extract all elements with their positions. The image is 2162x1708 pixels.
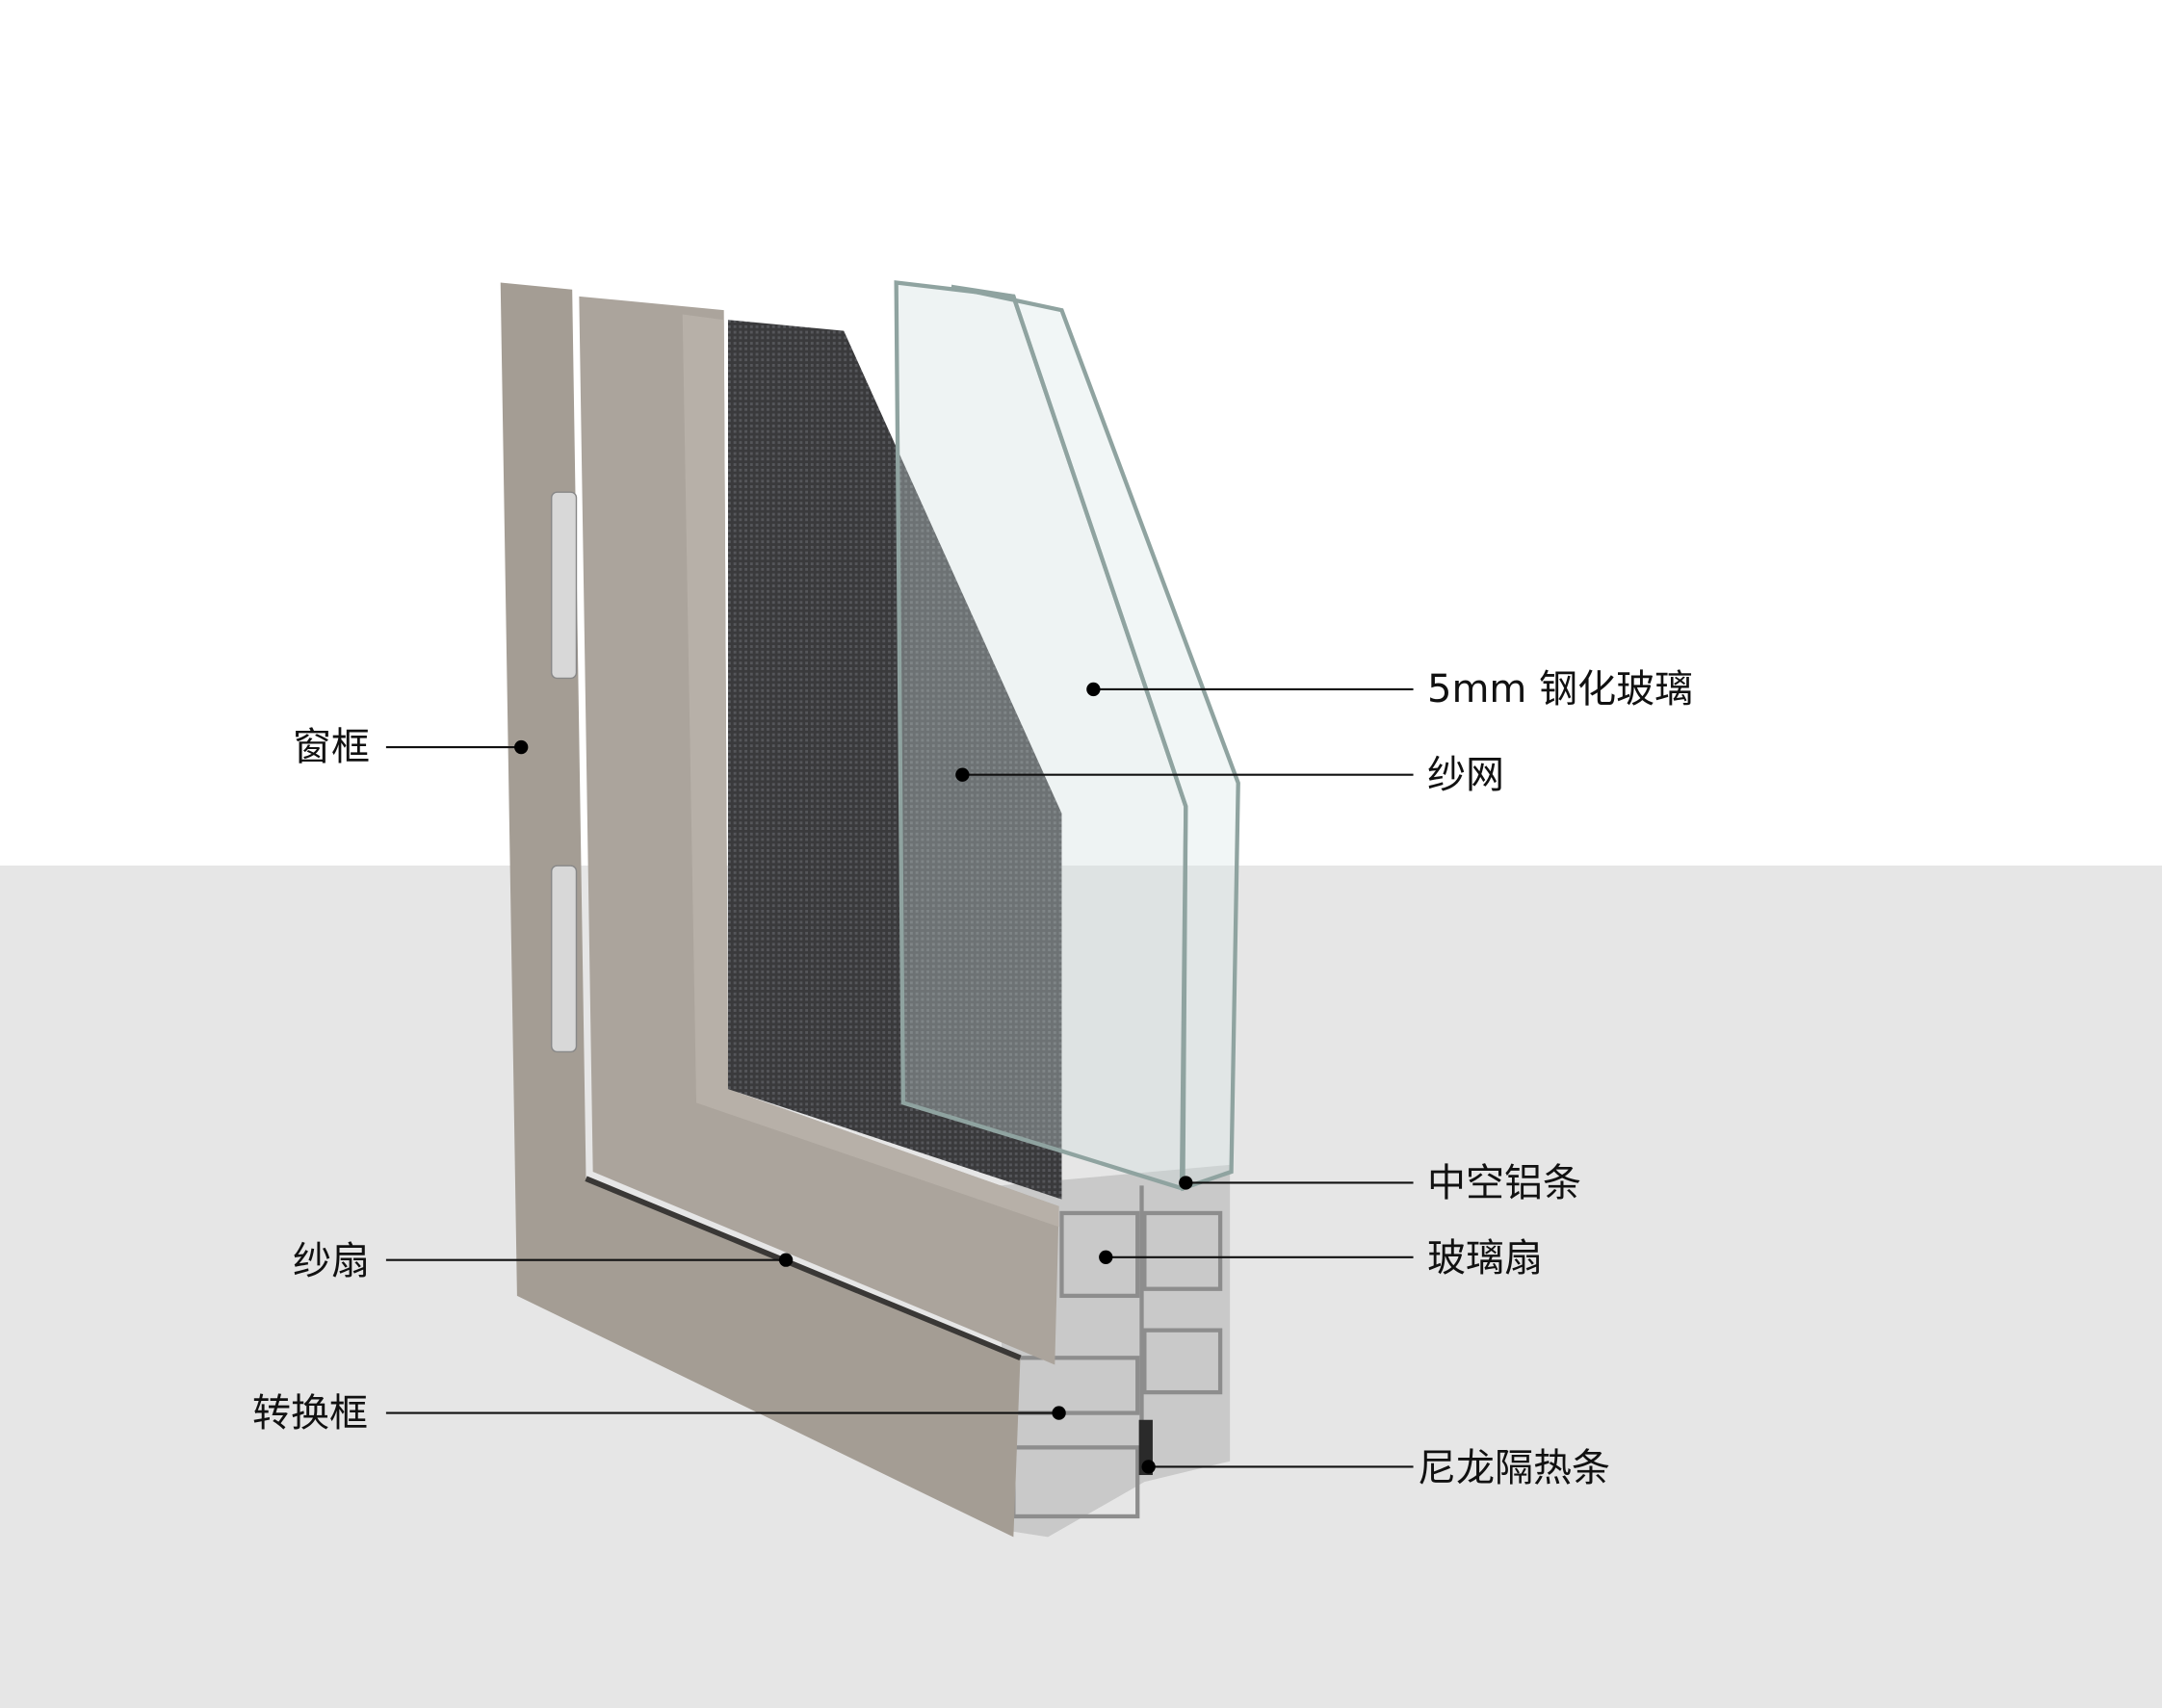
label-screen-mesh: 纱网	[1427, 753, 1504, 797]
leader-lines	[385, 687, 1414, 1468]
label-conversion-frame: 转换框	[252, 1391, 368, 1436]
label-nylon-thermal-break: 尼龙隔热条	[1418, 1446, 1610, 1490]
screen-mesh-shape	[727, 320, 1062, 1200]
label-tempered-glass: 5mm 钢化玻璃	[1427, 667, 1694, 712]
frame-face	[500, 282, 1021, 1538]
label-glass-sash: 玻璃扇	[1427, 1236, 1543, 1281]
label-window-frame: 窗框	[293, 725, 370, 769]
glass-pane-outer	[951, 284, 1240, 1192]
label-hollow-aluminum-spacer: 中空铝条	[1427, 1161, 1581, 1205]
callout-dots	[514, 682, 1193, 1474]
glass-pane-inner	[894, 280, 1188, 1192]
label-screen-sash: 纱扇	[293, 1239, 370, 1283]
hinge-icon	[550, 491, 578, 1053]
